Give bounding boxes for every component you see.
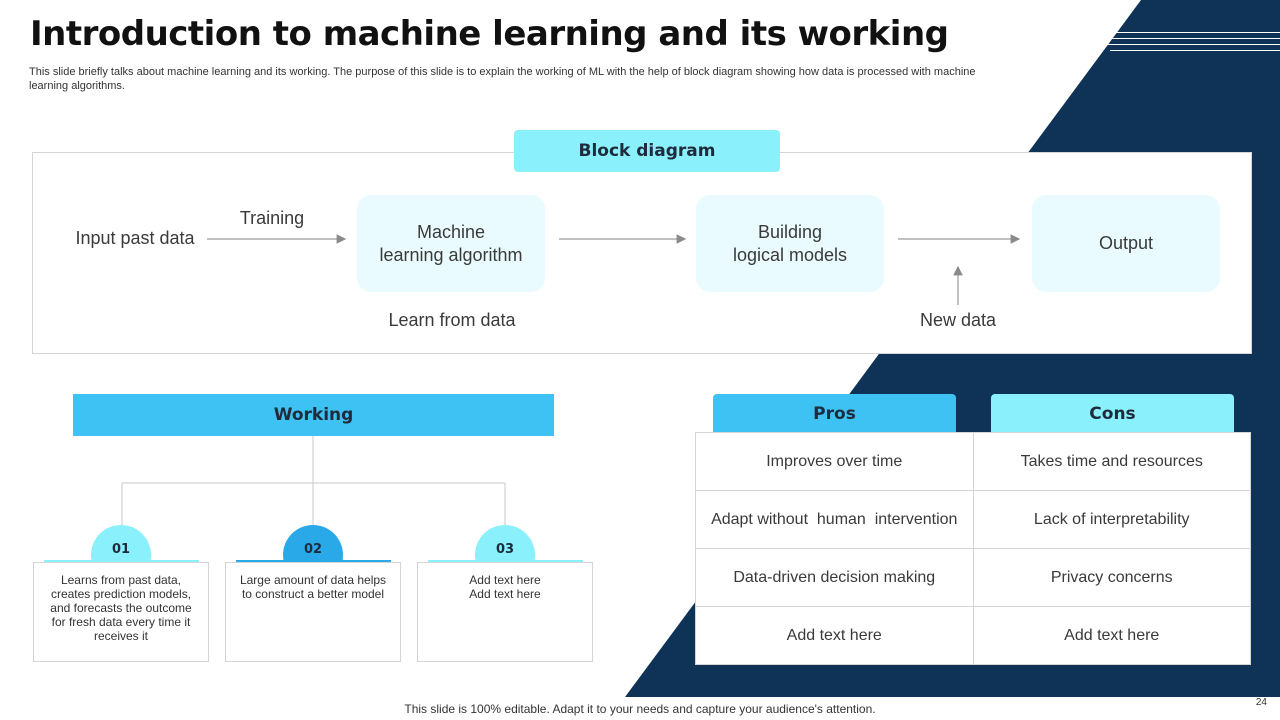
pros-header: Pros: [713, 394, 956, 434]
step-01-number: 01: [111, 542, 131, 557]
cons-cell: Takes time and resources: [972, 432, 1251, 491]
step-03-number: 03: [495, 542, 515, 557]
output-box: Output: [1032, 195, 1220, 292]
step-03-card: Add text here Add text here: [417, 562, 593, 662]
step-03-bar: [428, 560, 583, 563]
step-02-text: Large amount of data helps to construct …: [239, 573, 387, 601]
pros-cell: Improves over time: [695, 432, 974, 491]
building-logical-models-box: Building logical models: [696, 195, 884, 292]
pros-cell: Adapt without human intervention: [695, 490, 974, 549]
step-02-number: 02: [303, 542, 323, 557]
step-03-text: Add text here Add text here: [469, 573, 541, 601]
table-row: Data-driven decision making Privacy conc…: [695, 548, 1251, 607]
output-label: Output: [1098, 233, 1154, 253]
cons-cell: Add text here: [972, 606, 1251, 665]
machine-learning-algorithm-box: Machine learning algorithm: [357, 195, 545, 292]
table-row: Improves over time Takes time and resour…: [695, 432, 1251, 491]
cons-header: Cons: [991, 394, 1234, 434]
pros-cell: Add text here: [695, 606, 974, 665]
training-label: Training: [239, 208, 305, 228]
input-past-data-label: Input past data: [75, 228, 195, 248]
table-row: Adapt without human intervention Lack of…: [695, 490, 1251, 549]
cons-cell: Lack of interpretability: [972, 490, 1251, 549]
step-02-card: Large amount of data helps to construct …: [225, 562, 401, 662]
step-01-text: Learns from past data, creates predictio…: [50, 573, 192, 643]
pros-cons-table: Improves over time Takes time and resour…: [695, 432, 1251, 665]
table-row: Add text here Add text here: [695, 606, 1251, 665]
new-data-label: New data: [919, 310, 997, 330]
building-logical-models-label: Building logical models: [732, 221, 848, 265]
step-01-card: Learns from past data, creates predictio…: [33, 562, 209, 662]
machine-learning-algorithm-label: Machine learning algorithm: [379, 221, 523, 265]
block-diagram-header: Block diagram: [514, 130, 780, 172]
step-02-bar: [236, 560, 391, 563]
step-01-bar: [44, 560, 199, 563]
learn-from-data-label: Learn from data: [388, 310, 516, 330]
working-header: Working: [73, 394, 554, 436]
page-number: 24: [1255, 697, 1267, 708]
decorative-lines: [1100, 30, 1280, 60]
cons-cell: Privacy concerns: [972, 548, 1251, 607]
slide-subtitle: This slide briefly talks about machine l…: [29, 66, 976, 92]
slide-footer: This slide is 100% editable. Adapt it to…: [404, 702, 876, 716]
slide-title: Introduction to machine learning and its…: [30, 14, 949, 54]
pros-cell: Data-driven decision making: [695, 548, 974, 607]
